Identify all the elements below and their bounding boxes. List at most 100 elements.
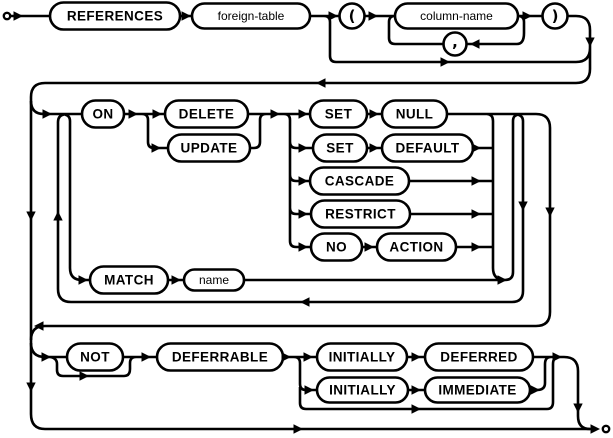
- node-box: [48, 1, 182, 31]
- node-on: ON: [80, 99, 126, 129]
- node-circle: [541, 2, 569, 30]
- arrowhead-icon: [300, 297, 310, 307]
- arrowhead-icon: [152, 109, 162, 119]
- arrowhead-icon: [364, 242, 374, 252]
- node-foreign-table: foreign-table: [190, 2, 312, 30]
- node-label: NULL: [396, 107, 434, 122]
- arrowhead-icon: [13, 11, 23, 21]
- arrowhead-icon: [552, 352, 562, 362]
- arrowhead-icon: [471, 242, 481, 252]
- node-default: DEFAULT: [380, 133, 475, 163]
- node-box: [163, 99, 250, 129]
- node-label: REFERENCES: [67, 9, 163, 24]
- node-initially-deferred-initially: INITIALLY: [315, 342, 409, 372]
- node-box: [393, 2, 520, 30]
- node-deferrable: DEFERRABLE: [155, 342, 285, 372]
- node-box: [311, 133, 369, 163]
- arrowhead-icon: [530, 385, 540, 395]
- arrowhead-icon: [270, 109, 280, 119]
- node-box: [308, 166, 411, 196]
- arrowhead-icon: [128, 109, 138, 119]
- node-circle: [442, 31, 468, 57]
- node-close-paren: ): [541, 2, 569, 30]
- arrowhead-icon: [545, 207, 555, 217]
- node-delete: DELETE: [163, 99, 250, 129]
- arrowhead-icon: [293, 424, 303, 434]
- start-terminal-icon: [2, 11, 12, 21]
- node-label: DEFAULT: [395, 141, 459, 156]
- arrowhead-icon: [369, 143, 379, 153]
- arrowhead-icon: [471, 209, 481, 219]
- node-cascade: CASCADE: [308, 166, 411, 196]
- arrowhead-icon: [440, 57, 450, 67]
- node-no: NO: [309, 232, 364, 262]
- node-box: [182, 268, 246, 292]
- arrowhead-icon: [42, 109, 52, 119]
- arrowhead-icon: [411, 352, 421, 362]
- node-label: INITIALLY: [329, 350, 396, 365]
- node-label: column-name: [420, 9, 493, 23]
- node-label: SET: [326, 141, 354, 156]
- node-box: [166, 133, 252, 163]
- arrowhead-icon: [281, 352, 291, 362]
- node-action: ACTION: [375, 232, 458, 262]
- arrowhead-icon: [303, 352, 313, 362]
- arrowhead-icon: [298, 143, 308, 153]
- node-label: CASCADE: [325, 174, 395, 189]
- node-initially-immediate-initially: INITIALLY: [315, 376, 410, 404]
- node-label: ON: [92, 107, 113, 122]
- arrowhead-icon: [151, 143, 161, 153]
- node-update: UPDATE: [166, 133, 252, 163]
- arrowhead-icon: [471, 143, 481, 153]
- arrowhead-icon: [41, 352, 51, 362]
- node-box: [423, 376, 532, 404]
- node-not: NOT: [65, 342, 125, 372]
- arrowhead-icon: [518, 201, 528, 211]
- node-box: [315, 342, 409, 372]
- node-label: DEFERRABLE: [172, 350, 268, 365]
- node-box: [65, 342, 125, 372]
- node-label: NOT: [80, 350, 110, 365]
- arrowhead-icon: [497, 275, 507, 285]
- node-label: MATCH: [104, 273, 154, 288]
- node-circle: [338, 2, 366, 30]
- arrowhead-icon: [171, 275, 181, 285]
- node-box: [80, 99, 126, 129]
- arrowhead-icon: [79, 371, 89, 381]
- node-label: ): [552, 7, 559, 25]
- arrowhead-icon: [590, 424, 600, 434]
- node-box: [190, 2, 312, 30]
- node-set-default-set: SET: [311, 133, 369, 163]
- node-box: [309, 199, 412, 229]
- node-deferred: DEFERRED: [423, 342, 535, 372]
- arrowhead-icon: [298, 209, 308, 219]
- node-immediate: IMMEDIATE: [423, 376, 532, 404]
- arrowhead-icon: [369, 109, 379, 119]
- arrowhead-icon: [328, 11, 338, 21]
- arrowhead-icon: [470, 39, 480, 49]
- node-references: REFERENCES: [48, 1, 182, 31]
- node-comma: ,: [442, 31, 468, 57]
- arrowhead-icon: [298, 109, 308, 119]
- node-label: DELETE: [179, 107, 235, 122]
- arrowhead-icon: [181, 11, 191, 21]
- end-terminal-icon: [601, 424, 611, 434]
- arrowhead-icon: [411, 404, 421, 414]
- arrowhead-icon: [316, 78, 326, 88]
- node-label: INITIALLY: [329, 383, 396, 398]
- node-label: name: [199, 273, 229, 287]
- node-label: ACTION: [389, 240, 443, 255]
- node-box: [88, 265, 170, 295]
- node-null: NULL: [380, 99, 449, 129]
- node-name: name: [182, 268, 246, 292]
- arrowhead-icon: [304, 385, 314, 395]
- arrowhead-icon: [585, 37, 595, 47]
- arrowhead-icon: [471, 176, 481, 186]
- node-label: (: [349, 7, 356, 25]
- node-box: [315, 376, 410, 404]
- node-box: [380, 99, 449, 129]
- node-label: NO: [326, 240, 347, 255]
- arrowhead-icon: [141, 352, 151, 362]
